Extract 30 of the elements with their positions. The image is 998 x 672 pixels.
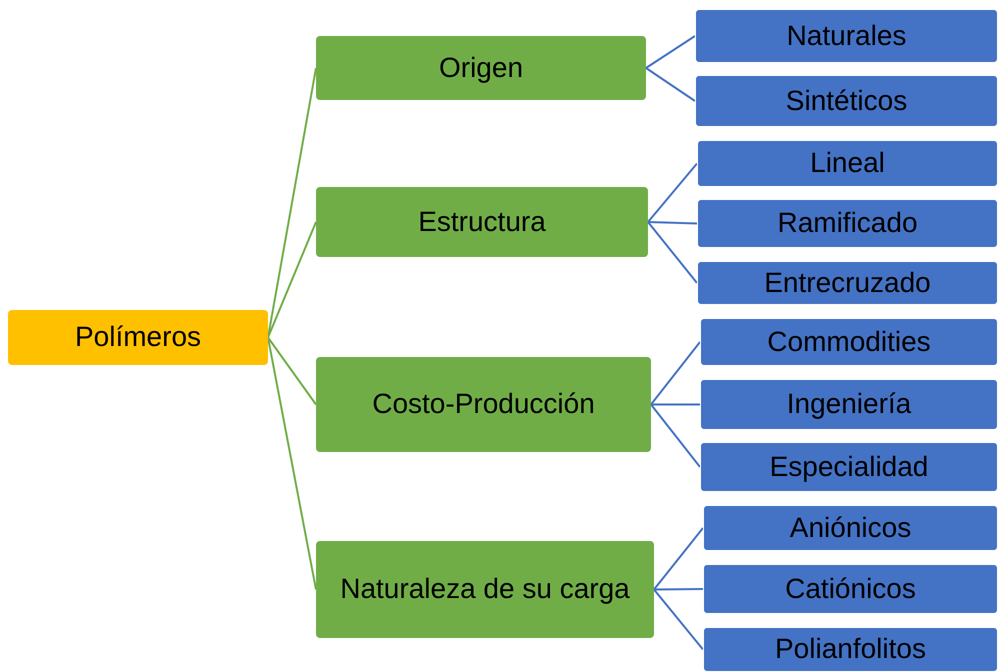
category-box: Origen <box>316 36 646 100</box>
subcategory-box: Commodities <box>700 318 998 366</box>
category-box: Costo-Producción <box>316 357 651 452</box>
connector-line <box>645 35 696 69</box>
connector-line <box>653 527 704 590</box>
connector-line <box>647 162 698 223</box>
subcategory-box: Sintéticos <box>695 75 998 127</box>
connector-line <box>651 404 700 406</box>
category-box: Estructura <box>316 187 648 257</box>
connector-line <box>650 404 701 468</box>
connector-line <box>648 221 698 224</box>
subcategory-box: Naturales <box>695 9 998 63</box>
root-box: Polímeros <box>8 310 268 365</box>
connector-line <box>267 337 317 590</box>
connector-line <box>654 588 704 590</box>
connector-line <box>650 341 701 406</box>
subcategory-box: Aniónicos <box>703 505 998 551</box>
subcategory-box: Lineal <box>697 140 998 187</box>
connector-line <box>645 67 696 102</box>
category-box: Naturaleza de su carga <box>316 541 654 638</box>
connector-line <box>267 336 317 406</box>
subcategory-box: Ingeniería <box>700 379 998 430</box>
connector-line <box>267 222 317 338</box>
subcategory-box: Ramificado <box>697 199 998 248</box>
connector-line <box>647 221 698 284</box>
subcategory-box: Catiónicos <box>703 564 998 614</box>
subcategory-box: Polianfolitos <box>703 627 998 672</box>
connector-line <box>653 588 704 650</box>
subcategory-box: Entrecruzado <box>697 261 998 305</box>
subcategory-box: Especialidad <box>700 442 998 492</box>
